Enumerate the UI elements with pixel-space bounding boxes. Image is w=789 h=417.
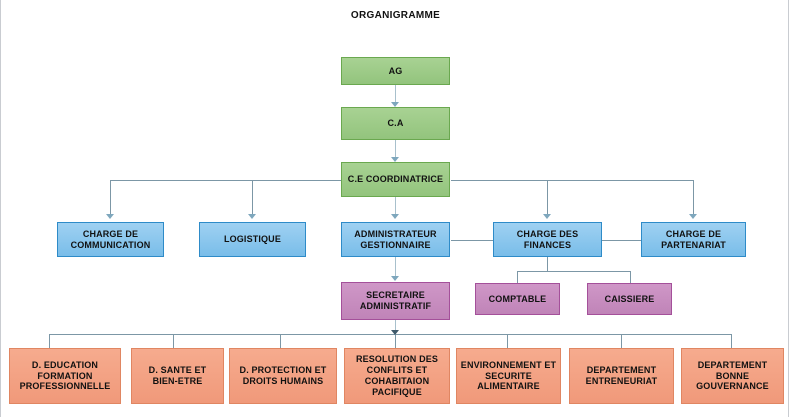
arrowhead-finances	[543, 214, 551, 219]
page-title: ORGANIGRAMME	[350, 10, 441, 21]
connector-drop-logistique	[252, 180, 253, 215]
arrowhead-communication	[106, 214, 114, 219]
node-comptable[interactable]: COMPTABLE	[475, 283, 560, 315]
arrowhead-ca	[391, 102, 399, 107]
connector-finances-drop	[547, 257, 548, 271]
node-ca[interactable]: C.A	[341, 107, 450, 140]
connector-administrateur-to-secretaire	[395, 257, 396, 279]
connector-drop-administrateur	[395, 197, 396, 215]
node-dep-sante-bien-etre[interactable]: D. SANTE ET BIEN-ETRE	[131, 348, 224, 404]
connector-secretaire-to-departments	[395, 320, 396, 334]
connector-drop-environnement	[507, 334, 508, 348]
connector-drop-protection	[280, 334, 281, 348]
node-resolution-conflits-cohabitation[interactable]: RESOLUTION DES CONFLITS ET COHABITAION P…	[344, 348, 450, 404]
connector-ag-to-ca	[395, 85, 396, 105]
connector-drop-gouvernance	[731, 334, 732, 348]
connector-drop-education	[49, 334, 50, 348]
node-administrateur-gestionnaire[interactable]: ADMINISTRATEUR GESTIONNAIRE	[341, 222, 450, 257]
connector-drop-resolution	[395, 334, 396, 348]
connector-drop-sante	[173, 334, 174, 348]
node-logistique[interactable]: LOGISTIQUE	[199, 222, 306, 257]
node-departement-entreneuriat[interactable]: DEPARTEMENT ENTRENEURIAT	[569, 348, 674, 404]
connector-drop-comptable	[517, 271, 518, 283]
connector-bus-left	[110, 180, 341, 181]
connector-drop-finances	[547, 180, 548, 215]
node-dep-education-formation-professionnelle[interactable]: D. EDUCATION FORMATION PROFESSIONNELLE	[9, 348, 121, 404]
node-ce-coordinatrice[interactable]: C.E COORDINATRICE	[341, 162, 450, 197]
connector-drop-entreneuriat	[621, 334, 622, 348]
arrowhead-administrateur	[391, 214, 399, 219]
connector-drop-partenariat	[693, 180, 694, 215]
arrowhead-departments-bus	[391, 330, 399, 335]
connector-finances-to-partenariat	[602, 240, 641, 241]
node-departement-bonne-gouvernance[interactable]: DEPARTEMENT BONNE GOUVERNANCE	[681, 348, 784, 404]
arrowhead-ce	[391, 157, 399, 162]
node-charge-communication[interactable]: CHARGE DE COMMUNICATION	[57, 222, 164, 257]
connector-finances-tbar	[517, 271, 630, 272]
arrowhead-logistique	[248, 214, 256, 219]
node-dep-protection-droits-humains[interactable]: D. PROTECTION ET DROITS HUMAINS	[229, 348, 337, 404]
arrowhead-partenariat	[689, 214, 697, 219]
connector-ca-to-ce	[395, 140, 396, 159]
node-charge-des-finances[interactable]: CHARGE DES FINANCES	[493, 222, 602, 257]
connector-drop-communication	[110, 180, 111, 215]
node-environnement-securite-alimentaire[interactable]: ENVIRONNEMENT ET SECURITE ALIMENTAIRE	[456, 348, 561, 404]
node-charge-de-partenariat[interactable]: CHARGE DE PARTENARIAT	[641, 222, 746, 257]
connector-departments-bus	[49, 334, 731, 335]
node-caissiere[interactable]: CAISSIERE	[587, 283, 672, 315]
connector-bus-right	[451, 180, 693, 181]
node-ag[interactable]: AG	[341, 57, 450, 85]
connector-administrateur-to-finances	[451, 240, 493, 241]
arrowhead-secretaire	[391, 276, 399, 281]
connector-drop-caissiere	[630, 271, 631, 283]
node-secretaire-administratif[interactable]: SECRETAIRE ADMINISTRATIF	[341, 282, 450, 320]
